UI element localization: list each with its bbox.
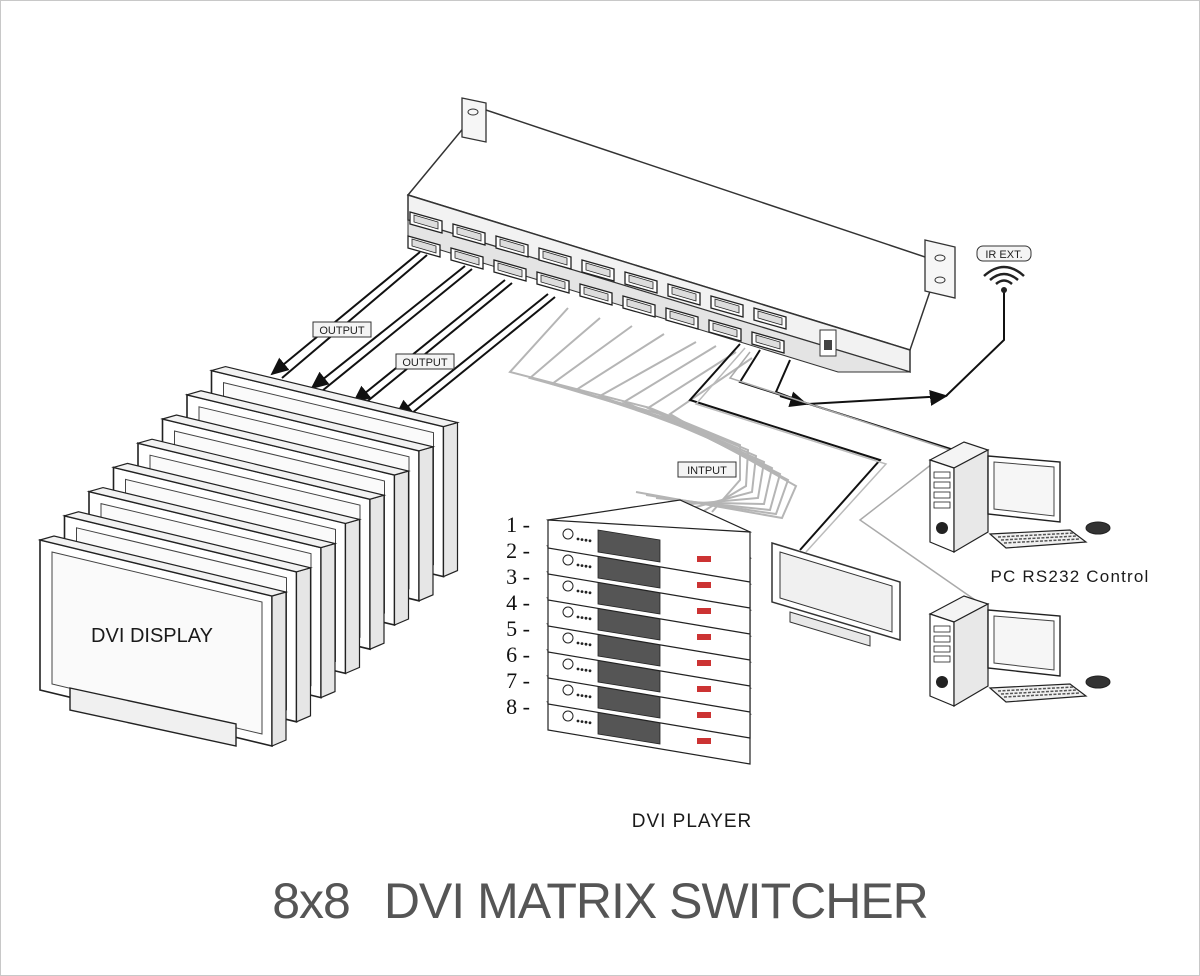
svg-text:INTPUT: INTPUT [687, 465, 727, 477]
input-cables [508, 307, 798, 520]
matrix-switcher-unit [406, 97, 956, 374]
dvi-port [667, 283, 701, 306]
output-tag-2: OUTPUT [395, 353, 455, 370]
ir-receiver: IR EXT. [976, 245, 1032, 293]
player-number: 5 - [506, 616, 530, 641]
pc-control-label: PC RS232 Control [990, 567, 1149, 586]
dvi-port [751, 331, 785, 354]
player-number: 6 - [506, 642, 530, 667]
svg-text:OUTPUT: OUTPUT [402, 357, 448, 369]
display-stand [69, 687, 237, 747]
dvi-player-label: DVI PLAYER [632, 811, 753, 832]
dvi-port [624, 271, 658, 294]
title-right: DVI MATRIX SWITCHER [383, 873, 929, 929]
svg-text:OUTPUT: OUTPUT [319, 325, 365, 337]
dvi-port [450, 247, 484, 270]
dvi-port [493, 259, 527, 282]
input-tag: INTPUT [677, 461, 737, 478]
svg-text:IR EXT.: IR EXT. [985, 249, 1022, 261]
control-cables [688, 292, 1005, 603]
dvi-player-stack [545, 499, 753, 765]
dvi-port [536, 271, 570, 294]
dvi-port [579, 283, 613, 306]
dvi-port [665, 307, 699, 330]
dvi-port [409, 211, 443, 234]
dvi-display-stack [37, 365, 460, 748]
rack-ear-right [924, 239, 956, 299]
output-cables [270, 251, 556, 419]
dvi-port [622, 295, 656, 318]
dvi-port [710, 295, 744, 318]
dvi-port-array [407, 211, 787, 354]
dvi-display-label: DVI DISPLAY [91, 625, 213, 647]
player-number: 8 - [506, 694, 530, 719]
player-number: 3 - [506, 564, 530, 589]
title-left: 8x8 [272, 873, 351, 929]
pc-1 [928, 441, 1111, 554]
dvi-port [753, 307, 787, 330]
output-tag-1: OUTPUT [312, 321, 372, 338]
dvi-port [708, 319, 742, 342]
dvi-port [581, 259, 615, 282]
player-numbers: 1 -2 -3 -4 -5 -6 -7 -8 - [506, 512, 530, 719]
dvi-port [407, 235, 441, 258]
player-number: 7 - [506, 668, 530, 693]
control-monitor [771, 541, 901, 647]
player-number: 2 - [506, 538, 530, 563]
diagram-title: 8x8 DVI MATRIX SWITCHER [0, 872, 1200, 930]
rack-ear-left [461, 97, 487, 143]
player-number: 1 - [506, 512, 530, 537]
dvi-port [452, 223, 486, 246]
player-number: 4 - [506, 590, 530, 615]
dvi-port [495, 235, 529, 258]
dvi-player [545, 499, 753, 583]
dvi-port [538, 247, 572, 270]
pc-2 [928, 595, 1111, 708]
